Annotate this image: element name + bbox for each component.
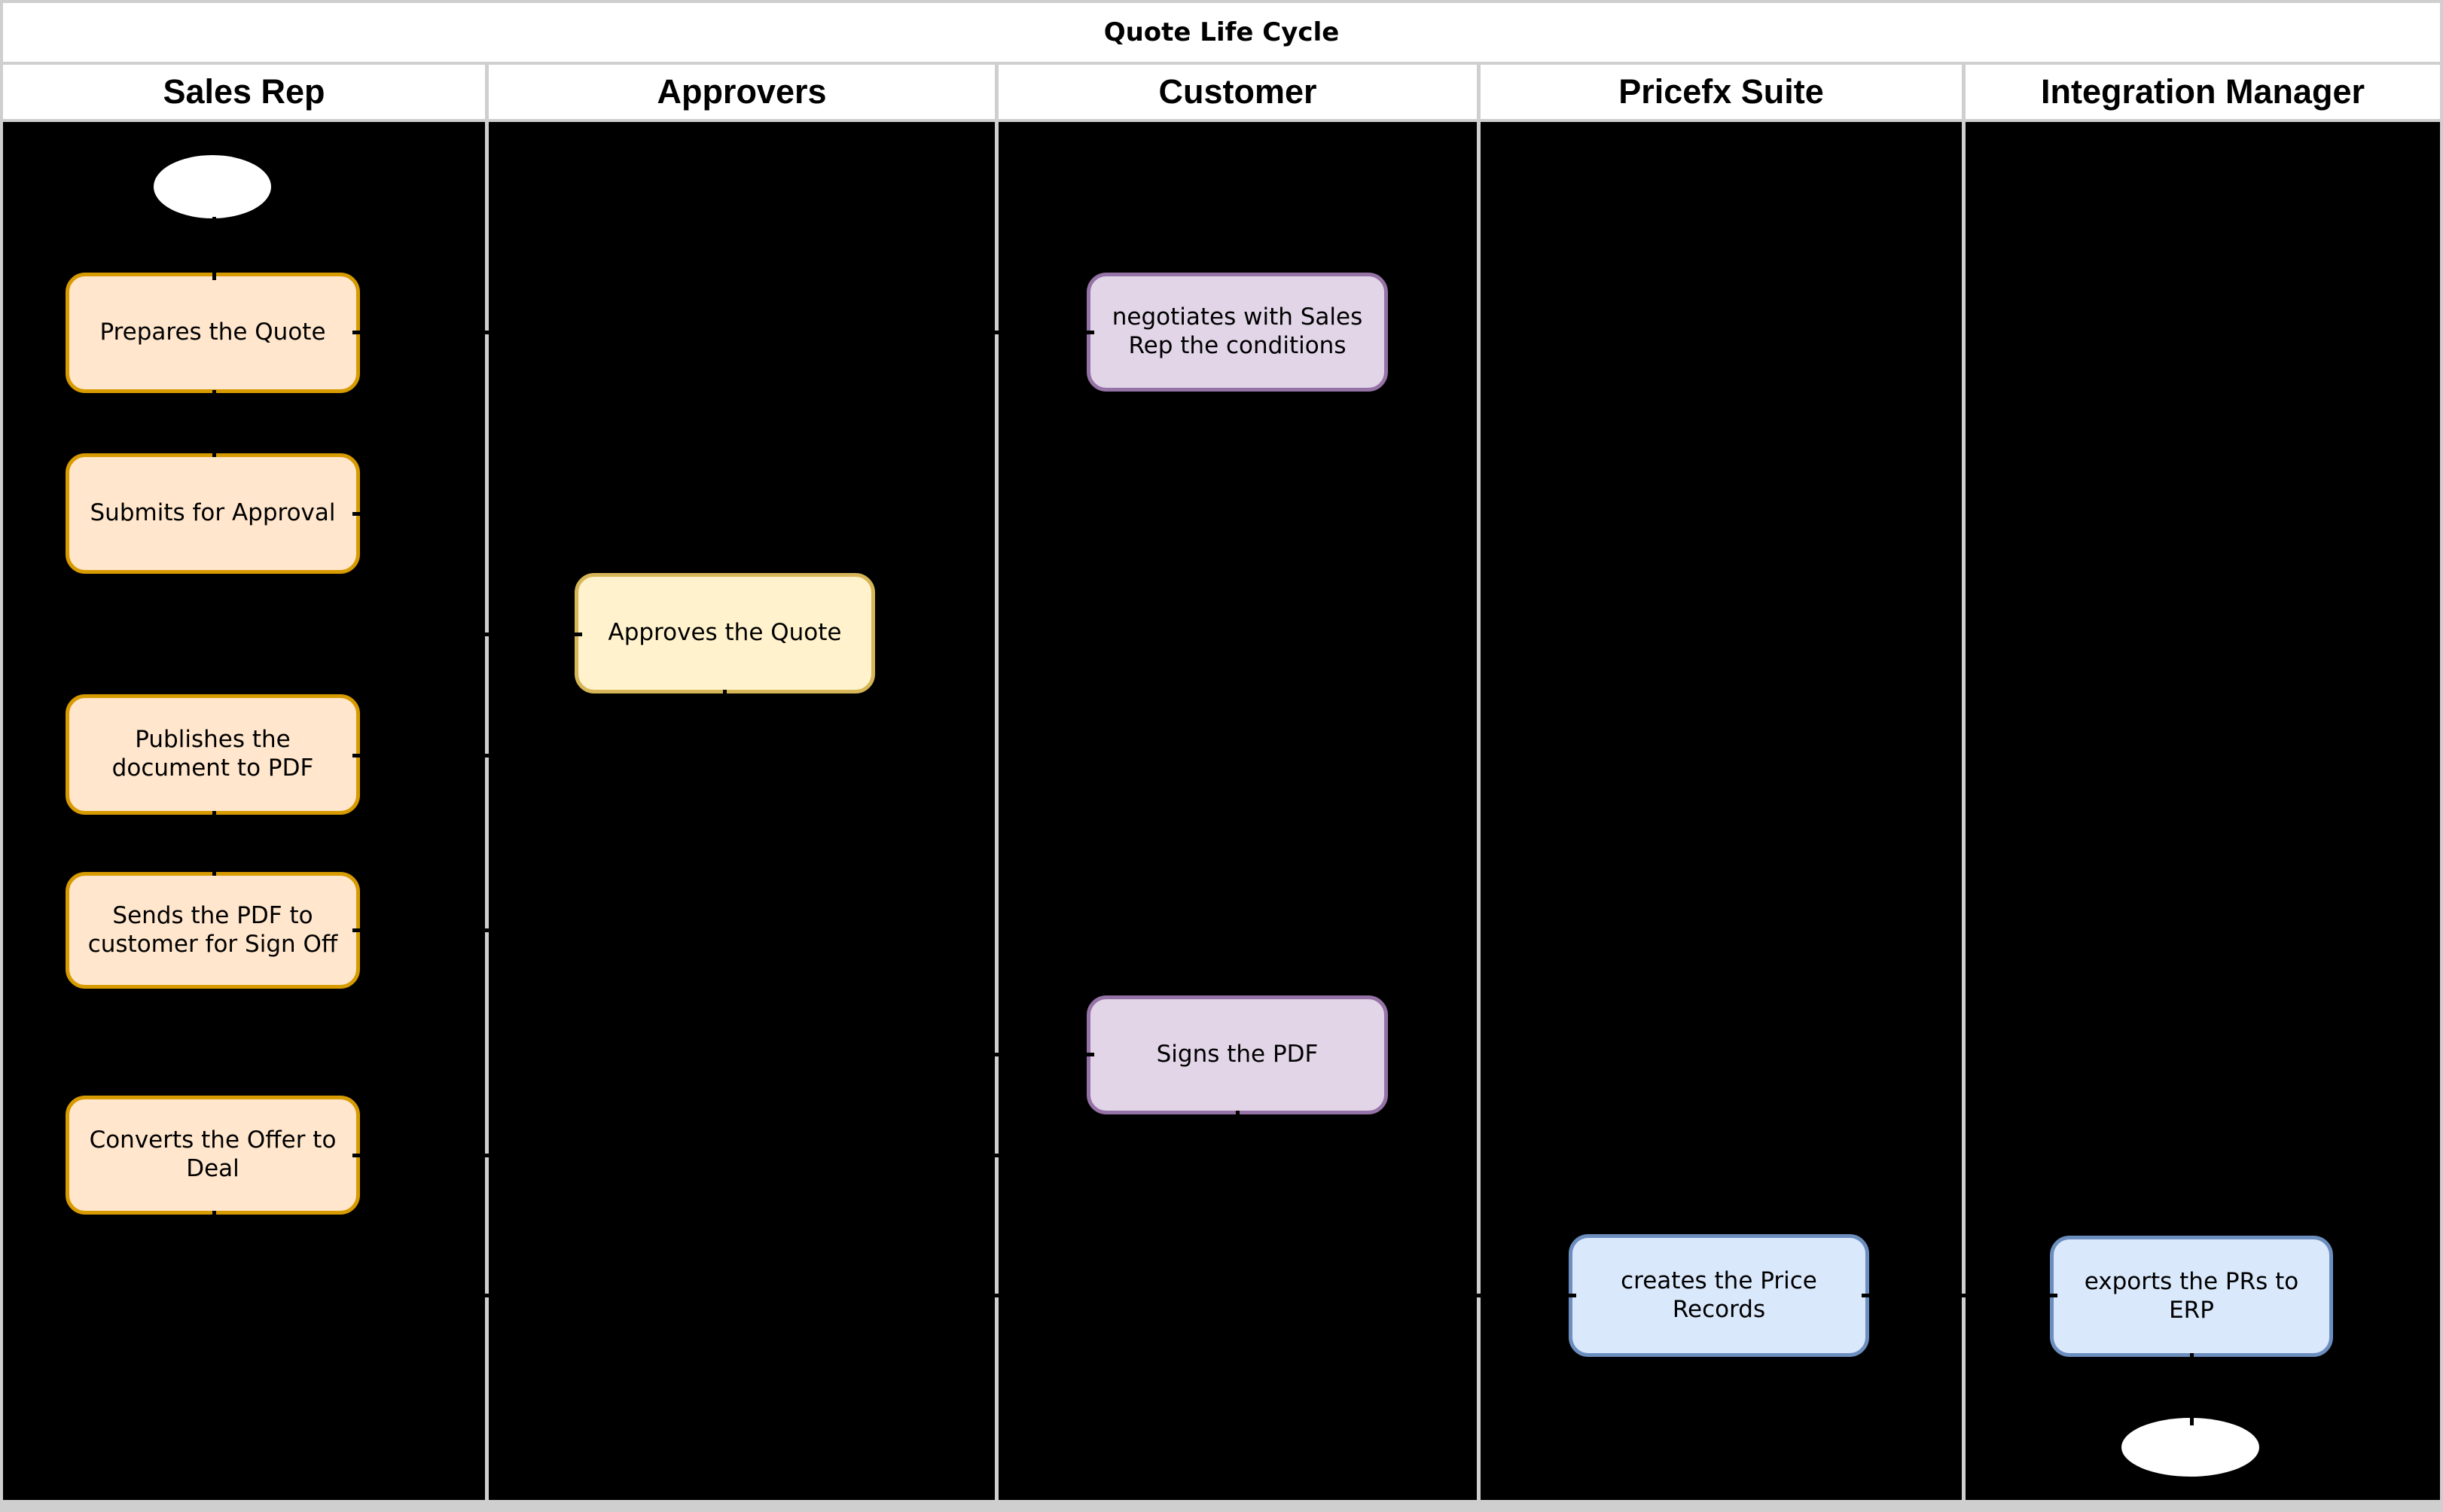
- lane-divider: [1962, 122, 1966, 1500]
- task-converts-the-offer-to-deal[interactable]: Converts the Offer to Deal: [66, 1096, 360, 1215]
- task-submits-for-approval[interactable]: Submits for Approval: [66, 453, 360, 574]
- lane-header-pricefx-suite: Pricefx Suite: [1481, 65, 1962, 119]
- task-label: exports the PRs to ERP: [2084, 1267, 2299, 1324]
- lane-divider: [1477, 122, 1481, 1500]
- connector-prepares-quote-to-negotiates: [352, 331, 1094, 334]
- lane-divider: [485, 122, 489, 1500]
- connector-sends-pdf-to-signs-pdf: [724, 1053, 1094, 1056]
- connector-start-to-prepares-quote: [212, 217, 216, 280]
- connector-converts-offer-to-creates-prs: [212, 1294, 1576, 1297]
- connector-approves-quote-to-publishes-pdf: [723, 690, 727, 758]
- connector-sends-pdf-to-signs-pdf: [352, 928, 728, 932]
- task-label: Sends the PDF to customer for Sign Off: [87, 901, 338, 958]
- task-creates-the-price-records[interactable]: creates the Price Records: [1569, 1234, 1869, 1357]
- connector-converts-offer-to-creates-prs: [212, 1211, 216, 1297]
- task-label: Publishes the document to PDF: [111, 726, 314, 782]
- lane-divider: [1962, 65, 1966, 119]
- task-sends-the-pdf-to-customer-for-sign-off[interactable]: Sends the PDF to customer for Sign Off: [66, 872, 360, 989]
- connector-submits-approval-to-approves-quote: [352, 512, 470, 516]
- task-negotiates-with-sales-rep-the-conditions[interactable]: negotiates with Sales Rep the conditions: [1087, 273, 1388, 392]
- pool-title-row: Quote Life Cycle: [3, 3, 2440, 62]
- lane-header-integration-manager: Integration Manager: [1966, 65, 2440, 119]
- lane-header-sales-rep: Sales Rep: [3, 65, 485, 119]
- task-label: creates the Price Records: [1621, 1267, 1817, 1323]
- connector-approves-quote-to-publishes-pdf: [352, 754, 727, 758]
- task-exports-the-prs-to-erp[interactable]: exports the PRs to ERP: [2050, 1236, 2333, 1357]
- connector-submits-approval-to-approves-quote: [468, 512, 472, 636]
- task-label: Converts the Offer to Deal: [89, 1126, 337, 1182]
- connector-signs-pdf-to-converts-offer: [1236, 1111, 1240, 1157]
- page-title: Quote Life Cycle: [1103, 17, 1340, 47]
- connector-signs-pdf-to-converts-offer: [352, 1154, 1240, 1157]
- lane-header-approvers: Approvers: [489, 65, 995, 119]
- connector-prepares-quote-to-submits-approval: [212, 390, 216, 457]
- lane-divider: [995, 122, 999, 1500]
- task-label: Signs the PDF: [1156, 1041, 1319, 1068]
- task-label: negotiates with Sales Rep the conditions: [1112, 303, 1363, 359]
- connector-sends-pdf-to-signs-pdf: [724, 928, 728, 1056]
- task-signs-the-pdf[interactable]: Signs the PDF: [1087, 995, 1388, 1114]
- connector-publishes-pdf-to-sends-pdf: [212, 811, 216, 876]
- connector-creates-prs-to-exports-prs: [1862, 1294, 2057, 1297]
- end-node[interactable]: [2121, 1418, 2259, 1477]
- lane-divider: [1477, 65, 1481, 119]
- task-label: Approves the Quote: [608, 619, 842, 647]
- task-approves-the-quote[interactable]: Approves the Quote: [575, 573, 875, 694]
- lane-divider: [485, 65, 489, 119]
- task-prepares-the-quote[interactable]: Prepares the Quote: [66, 273, 360, 393]
- lane-header-customer: Customer: [999, 65, 1477, 119]
- task-label: Submits for Approval: [90, 499, 336, 527]
- connector-submits-approval-to-approves-quote: [468, 633, 582, 636]
- start-node[interactable]: [154, 155, 271, 218]
- task-label: Prepares the Quote: [99, 319, 326, 346]
- lane-divider: [995, 65, 999, 119]
- task-publishes-the-document-to-pdf[interactable]: Publishes the document to PDF: [66, 694, 360, 815]
- connector-exports-prs-to-end: [2190, 1353, 2194, 1425]
